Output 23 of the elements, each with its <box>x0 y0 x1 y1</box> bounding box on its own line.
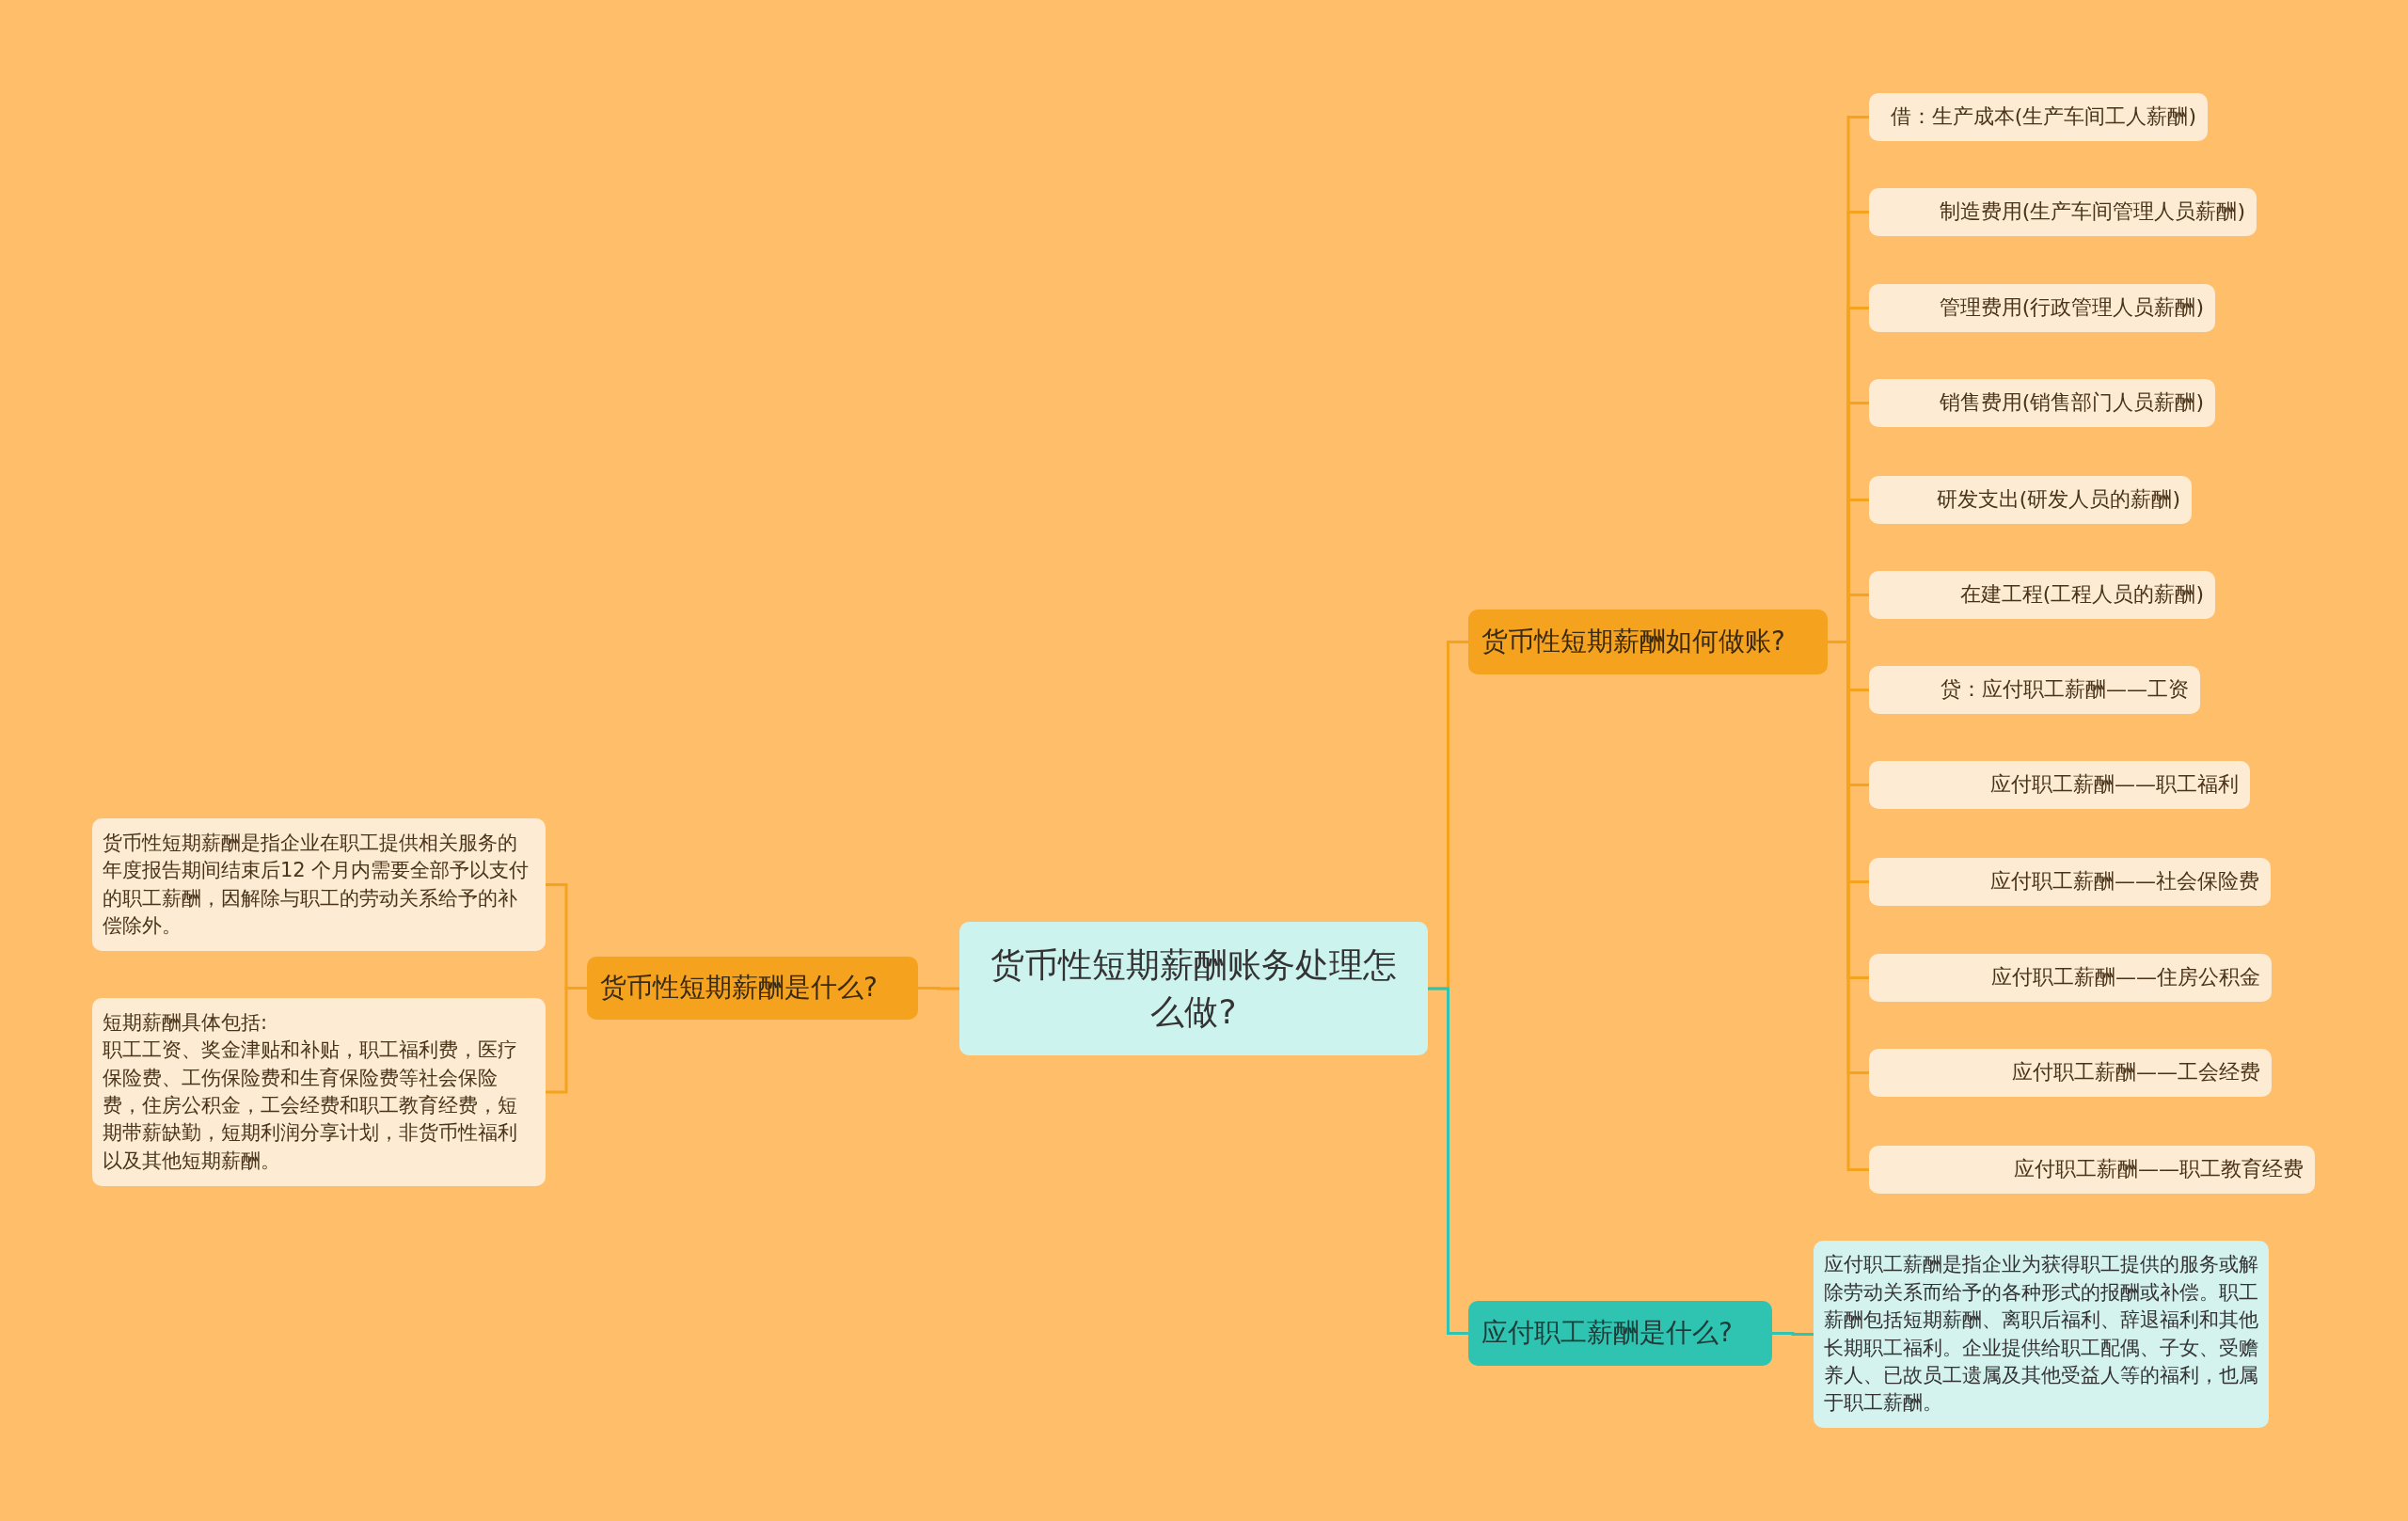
connector <box>1428 987 1468 1335</box>
leaf-box: 应付职工薪酬——工会经费 <box>1869 1049 2272 1097</box>
leaf-box: 贷：应付职工薪酬——工资 <box>1869 666 2200 714</box>
leaf-box: 应付职工薪酬——住房公积金 <box>1869 954 2272 1002</box>
topic-box: 货币性短期薪酬账务处理怎么做? <box>959 922 1428 1055</box>
note-box: 货币性短期薪酬是指企业在职工提供相关服务的年度报告期间结束后12 个月内需要全部予以支付的职工薪酬，因解除与职工的劳动关系给予的补偿除外。 <box>92 818 546 951</box>
leaf-box: 借：生产成本(生产车间工人薪酬) <box>1869 93 2208 141</box>
note-box: 短期薪酬具体包括: 职工工资、奖金津贴和补贴，职工福利费，医疗保险费、工伤保险费和生育保险费等社会保险费，住房公积金，工会经费和职工教育经费，短期带薪缺勤，短期利润分享计划，非货币性福利以及其他短期薪酬。 <box>92 998 546 1186</box>
note-box: 应付职工薪酬是指企业为获得职工提供的服务或解除劳动关系而给予的各种形式的报酬或补偿。职工薪酬包括短期薪酬、离职后福利、辞退福利和其他长期职工福利。企业提供给职工配偶、子女、受赡养人、已故员工遗属及其他受益人等的福利，也属于职工薪酬。 <box>1814 1241 2269 1428</box>
leaf-box: 研发支出(研发人员的薪酬) <box>1869 476 2192 524</box>
branch-box: 货币性短期薪酬是什么? <box>587 957 918 1020</box>
leaf-box: 应付职工薪酬——职工教育经费 <box>1869 1146 2315 1194</box>
connector <box>1772 1332 1814 1336</box>
connector <box>918 987 959 990</box>
leaf-box: 销售费用(销售部门人员薪酬) <box>1869 379 2215 427</box>
leaf-box: 在建工程(工程人员的薪酬) <box>1869 571 2215 619</box>
leaf-box: 应付职工薪酬——社会保险费 <box>1869 858 2271 906</box>
leaf-box: 应付职工薪酬——职工福利 <box>1869 761 2250 809</box>
branch-box: 应付职工薪酬是什么? <box>1468 1301 1772 1366</box>
connector <box>546 987 587 1094</box>
leaf-box: 管理费用(行政管理人员薪酬) <box>1869 284 2215 332</box>
branch-box: 货币性短期薪酬如何做账? <box>1468 610 1828 674</box>
leaf-box: 制造费用(生产车间管理人员薪酬) <box>1869 188 2257 236</box>
